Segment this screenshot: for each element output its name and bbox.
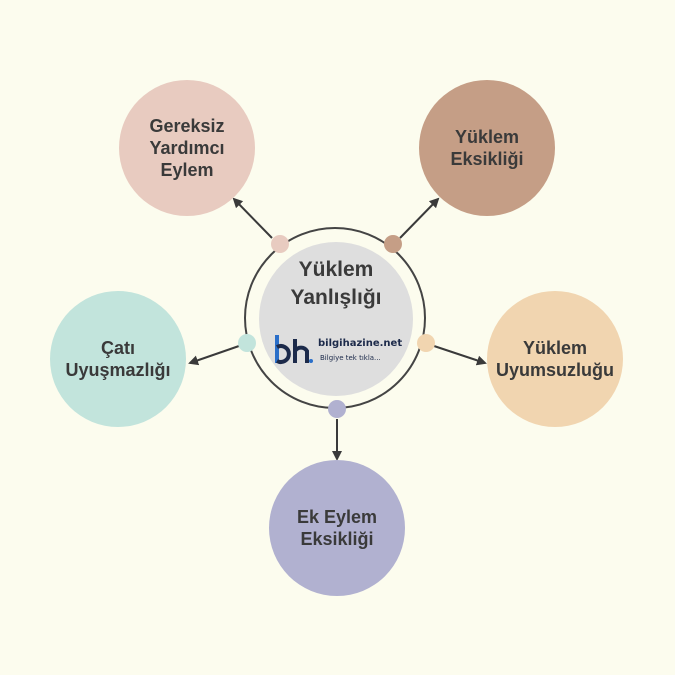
node-yuklem-uyumsuzlugu: Yüklem Uyumsuzluğu [487,291,623,427]
arrow-to-gereksiz [232,197,273,239]
connector-dot-gereksiz [271,235,289,253]
arrow-to-yuklem-eksikligi [399,197,440,239]
node-label: Yüklem Eksikliği [450,127,524,169]
node-label: Yüklem Uyumsuzluğu [495,338,614,380]
arrow-to-uyumsuzlugu [433,345,487,366]
node-label: Gereksiz Yardımcı Eylem [149,116,225,180]
node-gereksiz-yardimci-eylem: Gereksiz Yardımcı Eylem [119,80,255,216]
logo-name: bilgihazine.net [318,338,403,349]
center-title: Yüklem Yanlışlığı [290,258,382,309]
connector-dot-uyumsuzlugu [417,334,435,352]
connector-dot-yuklem-eksikligi [384,235,402,253]
node-ek-eylem-eksikligi: Ek Eylem Eksikliği [269,460,405,596]
node-label: Ek Eylem Eksikliği [296,507,378,549]
arrow-to-cati [188,345,240,366]
logo-tagline: Bilgiye tek tıkla... [320,354,381,362]
center-circle [259,242,413,396]
connector-dot-ek-eylem [328,400,346,418]
node-yuklem-eksikligi: Yüklem Eksikliği [419,80,555,216]
connector-dot-cati [238,334,256,352]
node-label: Çatı Uyuşmazlığı [65,338,171,380]
node-cati-uyusmazligi: Çatı Uyuşmazlığı [50,291,186,427]
bilgihazine-logo: bilgihazine.net Bilgiye tek tıkla... [273,333,403,369]
logo-mark-icon [275,335,313,364]
